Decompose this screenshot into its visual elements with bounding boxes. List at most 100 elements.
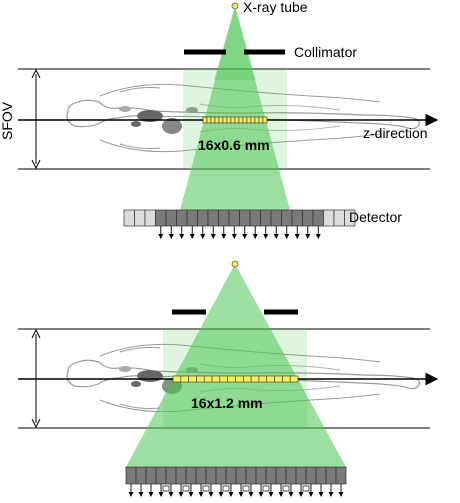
detector-output-arrowhead — [242, 234, 248, 239]
detector-cell-inactive — [123, 209, 135, 227]
detector-cell-inactive — [323, 209, 335, 227]
detector-output-arrowhead — [308, 492, 314, 497]
bottom-slice-cell — [203, 375, 213, 383]
bottom-slice-cell — [211, 375, 221, 383]
detector-cell-active — [165, 209, 177, 227]
detector-output-arrowhead — [168, 492, 174, 497]
detector-cell-active — [218, 209, 230, 227]
detector-cell-active — [225, 466, 237, 485]
detector-cell-active — [285, 466, 297, 485]
sfov-arrow-down-2 — [31, 418, 41, 429]
slice-cells-top — [202, 116, 268, 124]
detector-cell-active — [185, 466, 197, 485]
detector-output-arrowhead — [278, 492, 284, 497]
detector-output-arrowhead — [158, 234, 164, 239]
detector-cell-active — [197, 209, 209, 227]
detector-output-arrowhead — [273, 234, 279, 239]
detector-cell-active — [165, 466, 177, 485]
detector-output-arrowhead — [138, 492, 144, 497]
slice-width-label-bottom: 16x1.2 mm — [191, 395, 263, 411]
detector-label: Detector — [349, 209, 402, 225]
detector-cell-active — [275, 466, 287, 485]
detector-cell-active — [312, 209, 324, 227]
top-slice-cell — [238, 116, 244, 124]
slice-width-label-top: 16x0.6 mm — [198, 137, 270, 153]
top-slice-cell — [250, 116, 256, 124]
bottom-slice-cell — [274, 375, 283, 383]
detector-cell-active — [215, 466, 227, 485]
bottom-slice-cell — [196, 375, 205, 383]
binned-channel-box — [282, 485, 290, 492]
sfov-arrow-down — [31, 159, 41, 170]
detector-output-arrowhead — [294, 234, 300, 239]
detector-cell-active — [145, 466, 157, 485]
detector-output-arrowhead — [248, 492, 254, 497]
detector-cell-active — [235, 466, 247, 485]
detector-cell-active — [305, 466, 317, 485]
bottom-slice-cell — [172, 375, 182, 383]
x-ray-tube-label: X-ray tube — [243, 0, 308, 15]
detector-cell-active — [335, 466, 347, 485]
detector-output-arrows-top — [158, 226, 321, 239]
top-panel: X-ray tube Collimator SFOV z-direction 1… — [0, 0, 439, 239]
detector-cell-active — [265, 466, 277, 485]
binned-channel-box — [302, 485, 310, 492]
detector-cell-active — [155, 209, 167, 227]
bottom-slice-cell — [243, 375, 252, 383]
detector-output-arrowhead — [228, 492, 234, 497]
sfov-label: SFOV — [0, 101, 15, 140]
binned-channel-box — [162, 485, 170, 492]
detector-cell-active — [186, 209, 198, 227]
detector-output-arrowhead — [198, 492, 204, 497]
detector-cell-active — [205, 466, 217, 485]
detector-cell-inactive — [134, 209, 146, 227]
top-slice-cell — [246, 116, 252, 124]
x-ray-beam-cone — [180, 6, 290, 210]
detector-cell-active — [302, 209, 314, 227]
top-slice-cell — [226, 116, 232, 124]
detector-cell-active — [195, 466, 207, 485]
detector-output-arrowhead — [168, 234, 174, 239]
detector-cell-active — [249, 209, 261, 227]
detector-output-arrowhead — [258, 492, 264, 497]
binned-channel-box — [242, 485, 250, 492]
detector-output-arrowhead — [189, 234, 195, 239]
detector-cell-active — [260, 209, 272, 227]
binned-channel-box — [182, 485, 190, 492]
detector-cell-active — [175, 466, 187, 485]
detector-output-arrowhead — [315, 234, 321, 239]
detector-output-arrowhead — [148, 492, 154, 497]
detector-output-arrowhead — [252, 234, 258, 239]
top-slice-cell — [230, 116, 236, 124]
detector-cell-active — [245, 466, 257, 485]
detector-cell-active — [270, 209, 282, 227]
bottom-slice-cell — [289, 375, 299, 383]
bottom-slice-cell — [282, 375, 291, 383]
detector-cell-active — [325, 466, 337, 485]
detector-cell-active — [176, 209, 188, 227]
bottom-slice-cell — [188, 375, 197, 383]
detector-output-arrowhead — [338, 492, 344, 497]
detector-output-arrowhead — [179, 234, 185, 239]
bottom-slice-cell — [258, 375, 268, 383]
detector-output-arrowhead — [208, 492, 214, 497]
binned-channel-box — [222, 485, 230, 492]
bottom-slice-cell — [180, 375, 189, 383]
detector-cell-inactive — [344, 209, 356, 227]
detector-output-arrowhead — [284, 234, 290, 239]
detector-cell-inactive — [333, 209, 345, 227]
detector-output-arrowhead — [200, 234, 206, 239]
bottom-panel: 16x1.2 mm — [18, 260, 439, 497]
detector-output-arrowhead — [318, 492, 324, 497]
top-slice-cell — [222, 116, 228, 124]
detector-cell-active — [207, 209, 219, 227]
beam-apex-highlight — [214, 6, 256, 80]
top-slice-cell — [262, 116, 268, 124]
x-ray-beam-cone-2 — [126, 264, 346, 467]
detector-cell-active — [281, 209, 293, 227]
binned-channel-box — [262, 485, 270, 492]
detector-cell-active — [228, 209, 240, 227]
top-slice-cell — [242, 116, 248, 124]
detector-output-arrowhead — [188, 492, 194, 497]
